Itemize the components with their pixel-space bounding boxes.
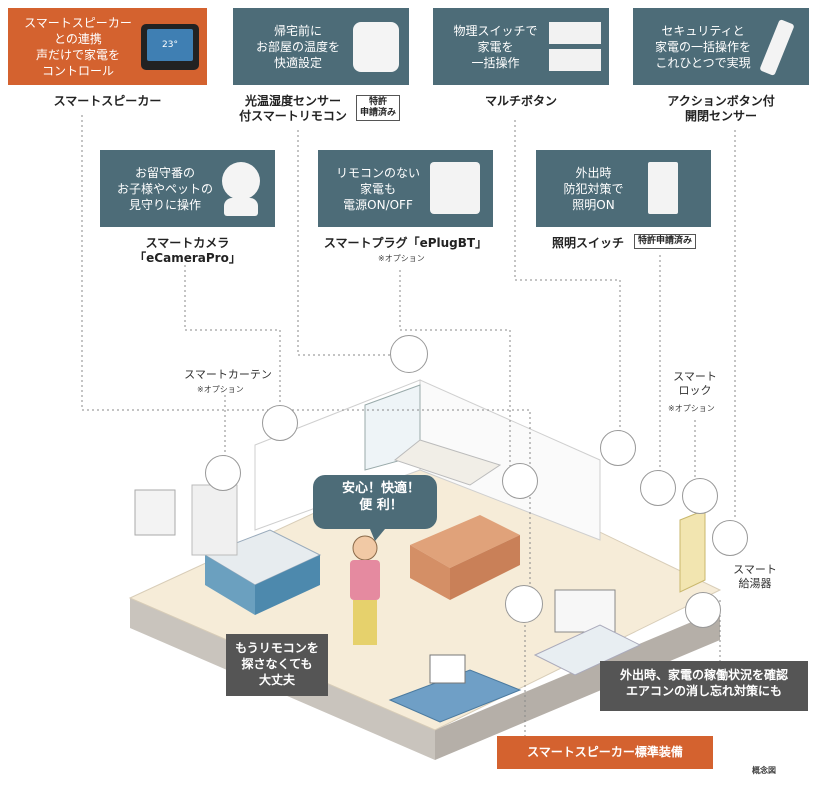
speech-bubble-shape xyxy=(313,475,437,541)
speaker-feature-box: スマートスピーカー との連携 声だけで家電を コントロール 23° xyxy=(8,8,207,85)
speech-bubble: 安心！快適！ 便 利！ xyxy=(341,481,420,513)
lock-option-note: ※オプション xyxy=(668,404,715,413)
water-heater-label: スマート 給湯器 xyxy=(733,563,777,590)
lock-icon xyxy=(682,478,718,514)
light-switch-feature-text: 外出時 防犯対策で 照明ON xyxy=(563,165,624,212)
monitor xyxy=(429,654,466,684)
camera-label: スマートカメラ 「eCameraPro」 xyxy=(134,236,241,265)
person-legs xyxy=(353,600,377,645)
light-switch-device xyxy=(648,162,678,214)
camera-feature-box: お留守番の お子様やペットの 見守りに操作 xyxy=(100,150,275,227)
remote-patent-badge: 特許 申請済み xyxy=(356,95,401,121)
leader-multi xyxy=(514,120,621,440)
entrance-door xyxy=(679,509,706,593)
multi-button-feature-text: 物理スイッチで 家電を 一括操作 xyxy=(453,23,538,70)
leader-lines xyxy=(81,115,736,740)
lock-label: スマート ロック xyxy=(673,370,717,397)
speaker-feature-text: スマートスピーカー との連携 声だけで家電を コントロール xyxy=(24,15,132,78)
sofa-seat xyxy=(410,545,450,600)
fridge xyxy=(191,484,238,556)
curtain-option-note: ※オプション xyxy=(197,385,244,394)
multi-button-icon xyxy=(600,430,636,466)
away-check-callout: 外出時、家電の稼働状況を確認 エアコンの消し忘れ対策にも xyxy=(600,661,808,711)
light-switch-patent-badge: 特許申請済み xyxy=(634,234,697,249)
door-sensor-device xyxy=(759,19,795,76)
remote-feature-text: 帰宅前に お部屋の温度を 快適設定 xyxy=(255,23,340,70)
cabinet xyxy=(134,489,176,536)
smart-speaker-screen: 23° xyxy=(147,29,193,61)
water-heater-icon xyxy=(685,592,721,628)
plug-device xyxy=(430,162,480,214)
speaker-screen-temp: 23° xyxy=(162,40,178,50)
person-body xyxy=(350,560,380,600)
curtain-label: スマートカーテン xyxy=(184,368,272,381)
speaker-label: スマートスピーカー xyxy=(53,94,162,108)
person-head xyxy=(352,535,378,561)
light-switch-feature-box: 外出時 防犯対策で 照明ON xyxy=(536,150,711,227)
standard-equipment-callout: スマートスピーカー標準装備 xyxy=(497,736,713,769)
smart-speaker-icon xyxy=(505,585,543,623)
kitchen-counter-side xyxy=(255,555,320,615)
sofa-back xyxy=(410,515,520,568)
plug-option-note: ※オプション xyxy=(378,254,425,263)
plug-feature-text: リモコンのない 家電も 電源ON/OFF xyxy=(335,165,420,212)
plug-feature-box: リモコンのない 家電も 電源ON/OFF xyxy=(318,150,493,227)
multi-button-device xyxy=(549,22,601,72)
tv xyxy=(554,589,616,633)
remote-sensor-icon xyxy=(390,335,428,373)
sofa-side xyxy=(450,535,520,600)
camera-device xyxy=(222,162,260,200)
kitchen-counter-front xyxy=(205,555,255,615)
footnote: 概念図 xyxy=(752,766,776,775)
light-switch-label: 照明スイッチ xyxy=(551,236,624,250)
curtain-icon xyxy=(205,455,241,491)
door-sensor-feature-box: セキュリティと 家電の一括操作を これひとつで実現 xyxy=(633,8,809,85)
camera-icon xyxy=(262,405,298,441)
light-switch-icon xyxy=(640,470,676,506)
bed xyxy=(393,439,502,486)
door-sensor-label: アクションボタン付 開閉センサー xyxy=(667,94,775,123)
camera-feature-text: お留守番の お子様やペットの 見守りに操作 xyxy=(116,165,213,212)
door-sensor-feature-text: セキュリティと 家電の一括操作を これひとつで実現 xyxy=(654,23,751,70)
door-sensor-icon xyxy=(712,520,748,556)
smart-speaker-device: 23° xyxy=(141,24,199,70)
floor-slab-front xyxy=(435,610,720,760)
plug-icon xyxy=(502,463,538,499)
plug-label: スマートプラグ「ePlugBT」 xyxy=(323,236,488,250)
leader-remote xyxy=(297,130,410,356)
tv-stand xyxy=(533,624,642,676)
smart-remote-device xyxy=(353,22,399,72)
multi-button-label: マルチボタン xyxy=(484,94,557,108)
remote-label: 光温湿度センサー 付スマートリモコン xyxy=(239,94,347,123)
leader-plug xyxy=(399,270,511,470)
camera-device-base xyxy=(224,198,258,216)
multi-button-feature-box: 物理スイッチで 家電を 一括操作 xyxy=(433,8,609,85)
remote-feature-box: 帰宅前に お部屋の温度を 快適設定 xyxy=(233,8,409,85)
remote-free-callout: もうリモコンを 探さなくても 大丈夫 xyxy=(226,634,328,696)
